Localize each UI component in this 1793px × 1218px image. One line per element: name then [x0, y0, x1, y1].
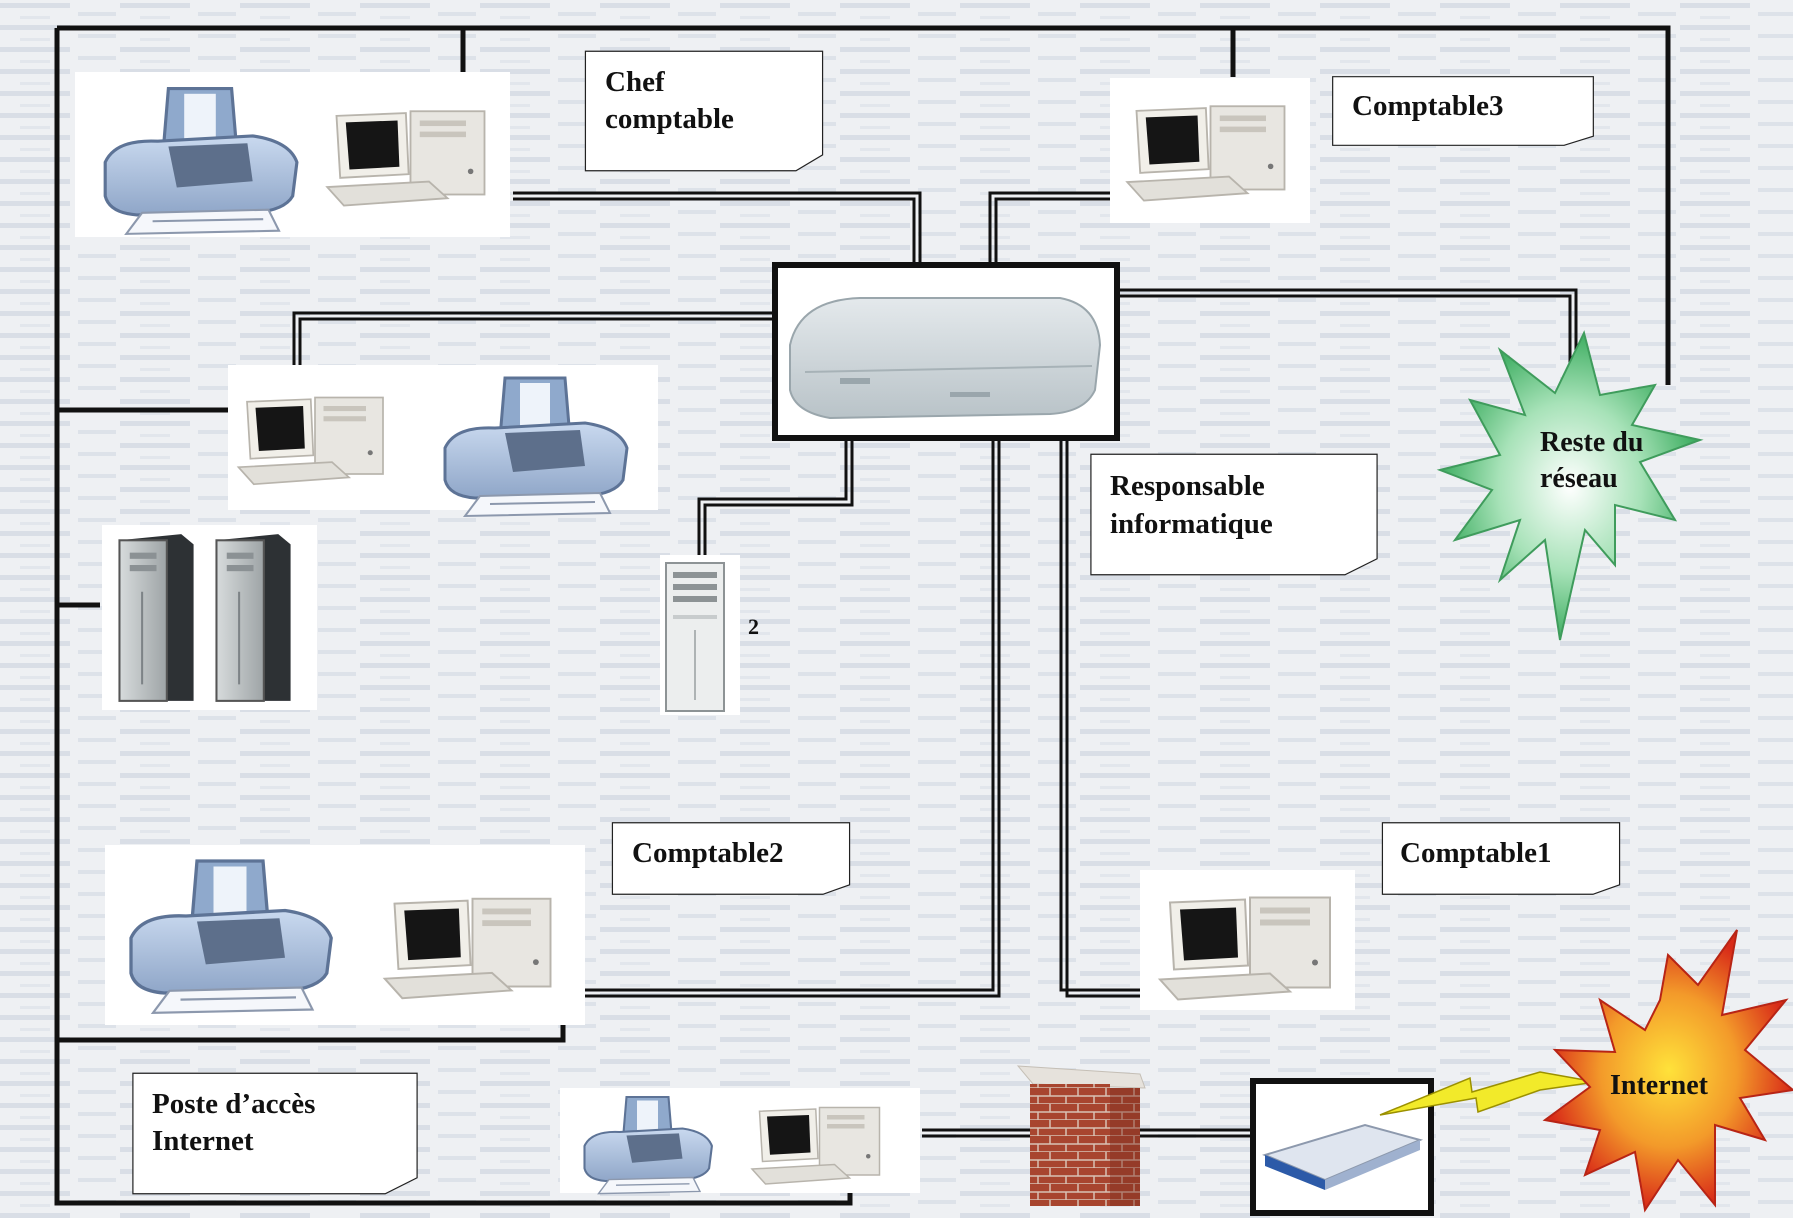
hub-cables [292, 191, 1578, 1138]
note-responsable-line2: informatique [1110, 508, 1273, 540]
server-tower-icon[interactable] [215, 533, 292, 702]
firewall-icon[interactable] [1016, 1065, 1146, 1206]
note-responsable-informatique: Responsable informatique [1089, 453, 1379, 576]
desktop-computer-icon[interactable] [1126, 105, 1286, 202]
server-number-label: 2 [748, 614, 759, 639]
note-chef-line2: comptable [605, 103, 734, 135]
desktop-computer-icon[interactable] [237, 396, 384, 486]
desktop-computer-icon[interactable] [751, 1106, 881, 1185]
note-comptable3-text: Comptable3 [1352, 90, 1503, 122]
note-poste-line2: Internet [152, 1125, 254, 1157]
note-comptable1-text: Comptable1 [1400, 837, 1551, 869]
drop-cable-comptable2 [57, 1018, 566, 1043]
note-chef-comptable: Chef comptable [583, 50, 825, 172]
desktop-computer-icon[interactable] [383, 897, 552, 1000]
central-hub[interactable] [772, 262, 1120, 441]
note-comptable1: Comptable1 [1380, 822, 1622, 895]
note-comptable3: Comptable3 [1331, 76, 1595, 146]
desktop-computer-icon[interactable] [326, 110, 486, 207]
network-hub-icon [789, 297, 1102, 420]
note-responsable-line1: Responsable [1110, 470, 1265, 502]
note-poste-acces-internet: Poste d’accès Internet [131, 1072, 419, 1195]
note-poste-line1: Poste d’accès [152, 1088, 315, 1120]
internet-star[interactable]: Internet [1542, 929, 1793, 1213]
note-chef-line1: Chef [605, 66, 665, 98]
reste-line1: Reste du [1540, 427, 1643, 458]
server-tower-icon[interactable] [665, 562, 725, 712]
modem[interactable] [1250, 1078, 1434, 1216]
internet-label: Internet [1610, 1070, 1709, 1101]
server-tower-icon[interactable] [118, 533, 195, 702]
backbone-cable [57, 25, 1671, 385]
desktop-computer-icon[interactable] [1158, 896, 1332, 1001]
note-comptable2-text: Comptable2 [632, 837, 783, 869]
reste-du-reseau-star[interactable]: Reste du réseau [1436, 330, 1704, 641]
note-comptable2: Comptable2 [610, 822, 852, 895]
reste-line2: réseau [1540, 463, 1618, 494]
